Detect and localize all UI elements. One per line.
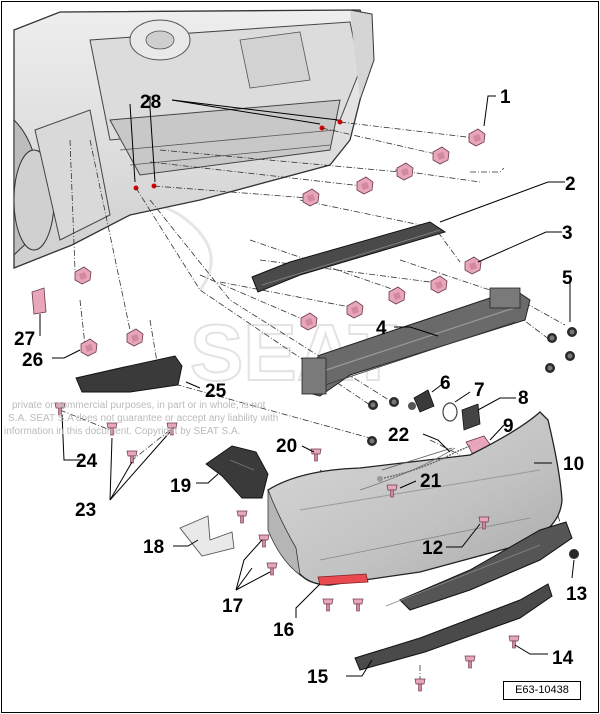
callout-17: 17 — [222, 596, 243, 617]
callout-3: 3 — [562, 223, 573, 244]
callout-9: 9 — [503, 416, 514, 437]
part-19-guide-bracket — [205, 445, 269, 499]
callout-labels: 1 2 3 4 5 6 7 8 9 10 12 13 14 15 16 17 1… — [14, 87, 587, 688]
callout-27: 27 — [14, 329, 35, 350]
callout-leaders — [39, 95, 575, 677]
part-diffuser — [385, 521, 573, 611]
part-18-spacer — [179, 515, 235, 557]
callout-26: 26 — [22, 350, 43, 371]
callout-25: 25 — [205, 381, 227, 402]
callout-1: 1 — [500, 87, 511, 108]
callout-15: 15 — [307, 667, 329, 688]
callout-24: 24 — [76, 451, 98, 472]
callout-12: 12 — [422, 538, 443, 559]
callout-23: 23 — [75, 500, 96, 521]
callout-21: 21 — [420, 471, 442, 492]
part-8-bracket — [461, 403, 481, 431]
callout-8: 8 — [518, 388, 529, 409]
part-16-reflector — [317, 573, 369, 612]
callout-5: 5 — [562, 268, 573, 289]
callout-18: 18 — [143, 537, 164, 558]
callout-7: 7 — [474, 380, 485, 401]
vehicle-body-shell — [13, 9, 375, 269]
part-15-lower-trim — [354, 583, 553, 671]
part-4-bumper-reinforcement — [301, 287, 531, 397]
part-7-ring — [442, 402, 458, 422]
part-27-bracket — [31, 287, 47, 315]
part-6-sensor — [408, 389, 435, 413]
part-13-cap — [569, 549, 579, 559]
callout-2: 2 — [565, 174, 576, 195]
reference-code-box: E63-10438 — [503, 681, 581, 700]
callout-22: 22 — [388, 425, 409, 446]
watermark-text: private or commercial purposes, in part … — [4, 400, 278, 437]
part-10-bumper-cover — [267, 411, 563, 586]
callout-6: 6 — [440, 373, 451, 394]
part-22-wiring — [377, 445, 471, 482]
part-26-clips — [74, 266, 144, 357]
callout-20: 20 — [276, 436, 297, 457]
callout-4: 4 — [376, 318, 387, 339]
callout-19: 19 — [170, 476, 191, 497]
watermark-line-3: information in this document. Copyright … — [4, 426, 240, 437]
watermark-line-2: S.A. SEAT S.A does not guarantee or acce… — [8, 413, 278, 424]
part-2-upper-bracket — [251, 221, 447, 293]
callout-16: 16 — [273, 620, 294, 641]
callout-10: 10 — [563, 454, 584, 475]
callout-13: 13 — [566, 584, 587, 605]
callout-28: 28 — [140, 92, 161, 113]
callout-14: 14 — [552, 648, 574, 669]
part-25-heat-shield — [75, 355, 183, 393]
watermark-line-1: private or commercial purposes, in part … — [12, 400, 266, 411]
